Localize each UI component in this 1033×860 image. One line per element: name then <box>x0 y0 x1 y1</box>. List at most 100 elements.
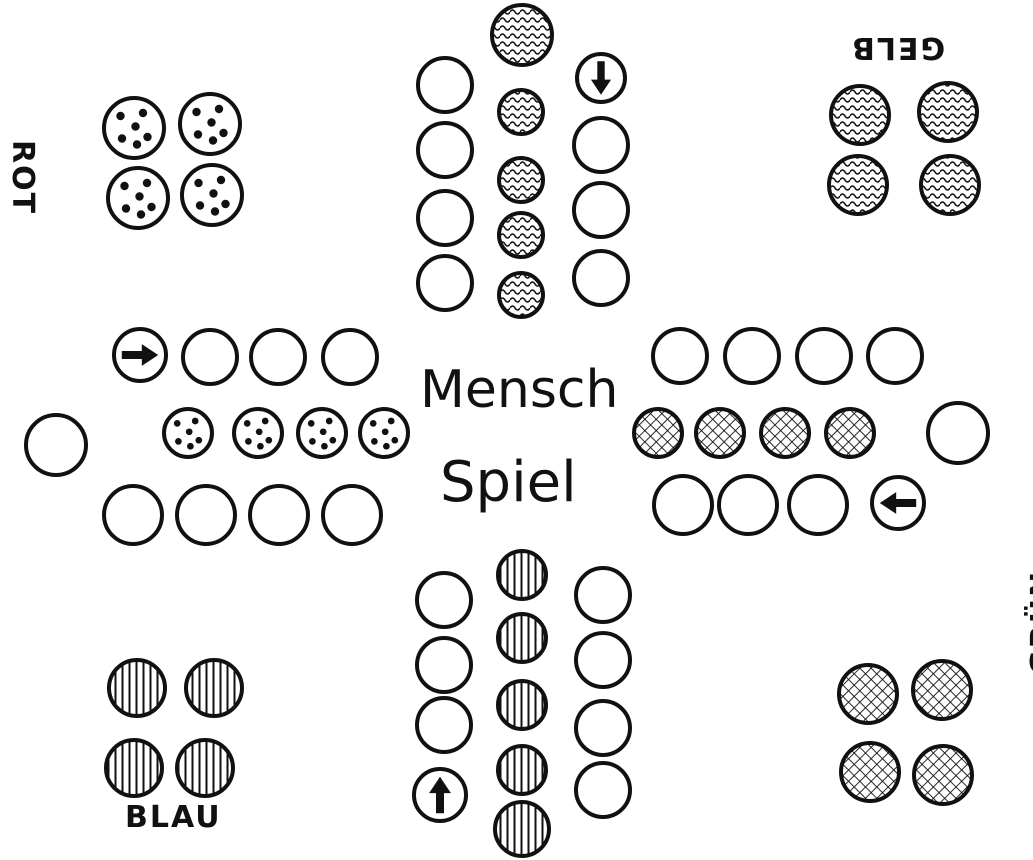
field-right-top-2[interactable] <box>797 329 851 383</box>
field-right-end[interactable] <box>928 403 988 463</box>
field-right-bottom-1[interactable] <box>719 476 777 534</box>
field-right-bottom-2[interactable] <box>789 476 847 534</box>
home-yellow-1[interactable] <box>499 158 543 202</box>
piece-dot <box>116 112 124 120</box>
piece-dot <box>391 437 398 444</box>
piece-dot <box>326 418 333 425</box>
piece-dot <box>133 140 141 148</box>
home-green-3[interactable] <box>826 409 874 457</box>
field-top-left-1[interactable] <box>418 123 472 177</box>
field-top-right-0[interactable] <box>574 118 628 172</box>
piece-dot <box>245 438 252 445</box>
field-top-left-2[interactable] <box>418 191 472 245</box>
base-yellow-0[interactable] <box>831 86 889 144</box>
field-right-top-3[interactable] <box>868 329 922 383</box>
field-left-top-1[interactable] <box>251 330 305 384</box>
base-green-3[interactable] <box>914 746 972 804</box>
piece-dot <box>256 428 263 435</box>
piece-dot <box>370 420 377 427</box>
piece-dot <box>308 420 315 427</box>
base-green-1[interactable] <box>913 661 971 719</box>
piece-dot <box>122 204 130 212</box>
field-top-left-3[interactable] <box>418 256 472 310</box>
home-green-0[interactable] <box>634 409 682 457</box>
field-left-bottom-1[interactable] <box>177 486 235 544</box>
base-yellow-2[interactable] <box>829 156 887 214</box>
player-label-yellow: GELB <box>850 30 945 65</box>
piece-dot <box>194 179 202 187</box>
field-top-right-1[interactable] <box>574 183 628 237</box>
field-left-top-0[interactable] <box>183 330 237 384</box>
home-green-1[interactable] <box>696 409 744 457</box>
field-right-top-1[interactable] <box>725 329 779 383</box>
base-yellow-1[interactable] <box>919 83 977 141</box>
field-right-bottom-0[interactable] <box>654 476 712 534</box>
piece-dot <box>215 105 223 113</box>
piece-dot <box>207 118 215 126</box>
piece-dot <box>174 420 181 427</box>
piece-dot <box>309 438 316 445</box>
piece-dot <box>120 182 128 190</box>
base-yellow-3[interactable] <box>921 156 979 214</box>
field-top-right-2[interactable] <box>574 251 628 305</box>
field-left-end[interactable] <box>26 415 86 475</box>
game-title-line1: Mensch <box>420 360 618 420</box>
piece-dot <box>118 134 126 142</box>
piece-dot <box>217 176 225 184</box>
piece-dot <box>147 203 155 211</box>
piece-dot <box>219 129 227 137</box>
piece-dot <box>135 192 143 200</box>
home-blue-0[interactable] <box>498 551 546 599</box>
piece-dot <box>329 437 336 444</box>
home-yellow-2[interactable] <box>499 213 543 257</box>
piece-dot <box>211 207 219 215</box>
piece-dot <box>175 438 182 445</box>
piece-dot <box>187 443 194 450</box>
base-blue-3[interactable] <box>177 740 233 796</box>
home-green-2[interactable] <box>761 409 809 457</box>
piece-dot <box>131 122 139 130</box>
field-bottom-left-2[interactable] <box>417 698 471 752</box>
home-blue-2[interactable] <box>498 681 546 729</box>
home-yellow-3[interactable] <box>499 273 543 317</box>
base-blue-0[interactable] <box>109 660 165 716</box>
piece-dot <box>209 189 217 197</box>
player-label-red: ROT <box>5 140 40 215</box>
field-right-top-0[interactable] <box>653 329 707 383</box>
home-blue-3[interactable] <box>498 746 546 794</box>
home-blue-1[interactable] <box>498 614 546 662</box>
base-blue-2[interactable] <box>106 740 162 796</box>
piece-dot <box>221 200 229 208</box>
piece-dot <box>192 108 200 116</box>
piece-blue-bottom[interactable] <box>495 802 549 856</box>
piece-dot <box>186 428 193 435</box>
player-label-green: GRÜN <box>1025 570 1033 675</box>
field-bottom-right-0[interactable] <box>576 568 630 622</box>
piece-dot <box>383 443 390 450</box>
field-bottom-right-2[interactable] <box>576 701 630 755</box>
piece-dot <box>321 443 328 450</box>
field-left-bottom-3[interactable] <box>323 486 381 544</box>
piece-dot <box>388 418 395 425</box>
piece-dot <box>137 210 145 218</box>
field-left-bottom-0[interactable] <box>104 486 162 544</box>
piece-dot <box>371 438 378 445</box>
field-top-left-0[interactable] <box>418 58 472 112</box>
piece-dot <box>209 136 217 144</box>
base-green-0[interactable] <box>839 665 897 723</box>
game-title-line2: Spiel <box>440 450 577 515</box>
field-left-top-2[interactable] <box>323 330 377 384</box>
base-blue-1[interactable] <box>186 660 242 716</box>
piece-dot <box>143 179 151 187</box>
piece-yellow[interactable] <box>492 5 552 65</box>
field-bottom-right-3[interactable] <box>576 763 630 817</box>
piece-dot <box>196 201 204 209</box>
piece-dot <box>320 428 327 435</box>
field-bottom-right-1[interactable] <box>576 633 630 687</box>
home-yellow-0[interactable] <box>499 90 543 134</box>
base-green-2[interactable] <box>841 743 899 801</box>
field-bottom-left-1[interactable] <box>417 638 471 692</box>
field-left-bottom-2[interactable] <box>250 486 308 544</box>
field-bottom-left-0[interactable] <box>417 573 471 627</box>
